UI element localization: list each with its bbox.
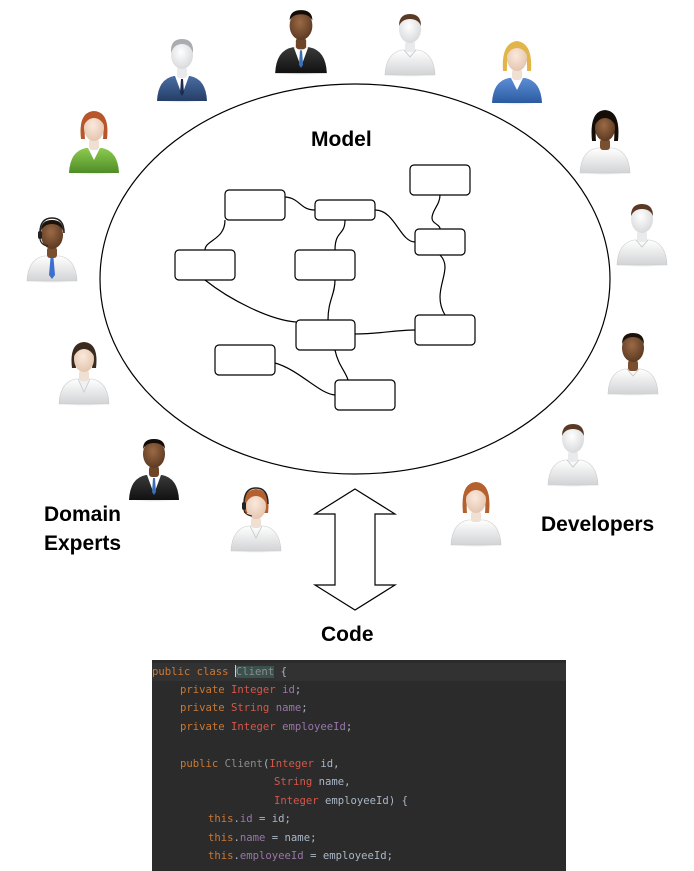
model-box (295, 319, 356, 351)
code-type: Integer (231, 684, 283, 696)
text-caret (234, 665, 236, 677)
model-box (314, 199, 376, 221)
model-box (414, 228, 466, 256)
code-punct: . (233, 813, 240, 825)
model-box (414, 314, 476, 346)
code-punct: ; (345, 721, 353, 733)
code-keyword: this (208, 832, 234, 844)
connector (327, 279, 336, 321)
code-type: String (231, 702, 276, 714)
domain-expert-icon (26, 217, 78, 284)
domain-expert-icon (69, 111, 119, 175)
model-title: Model (311, 128, 372, 151)
code-punct: , (344, 776, 351, 788)
code-punct: . (233, 832, 240, 844)
code-keyword: private (180, 721, 232, 733)
code-punct: . (233, 850, 240, 862)
double-arrow-icon (312, 488, 398, 611)
code-punct: ) { (388, 795, 408, 807)
code-field: employeeId (282, 721, 346, 733)
domain-expert-icon (230, 487, 282, 554)
code-field: id (239, 813, 253, 825)
code-keyword: private (180, 702, 232, 714)
connector (439, 254, 446, 316)
model-box (409, 164, 471, 196)
domain-experts-label: Domain Experts (44, 500, 121, 558)
code-type: Integer (269, 758, 321, 770)
model-boundary (99, 83, 611, 475)
model-box (214, 344, 276, 376)
connector (334, 219, 346, 251)
connector (354, 329, 416, 335)
domain-expert-icon (492, 41, 542, 105)
code-line: String name, (152, 773, 566, 791)
domain-experts-line-2: Experts (44, 532, 122, 555)
code-keyword: private (180, 684, 232, 696)
code-punct: , (333, 758, 340, 770)
code-punct: ; (301, 702, 308, 714)
people (26, 10, 668, 554)
connector (374, 209, 416, 243)
code-type: String (274, 776, 319, 788)
developer-icon (547, 423, 599, 488)
model-box (224, 189, 286, 221)
code-type: Integer (231, 721, 283, 733)
domain-expert-icon (129, 439, 179, 502)
connector (204, 279, 297, 323)
code-statement: = employeeId; (303, 850, 393, 862)
model-boxes (174, 164, 476, 411)
constructor-name: Client (224, 758, 263, 770)
developers-label: Developers (541, 513, 655, 536)
domain-expert-icon (157, 39, 207, 103)
model-box (334, 379, 396, 411)
code-statement: = id; (252, 813, 291, 825)
developer-icon (579, 109, 631, 176)
code-line: private String name; (152, 699, 566, 717)
code-line: this.employeeId = employeeId; (152, 847, 566, 865)
code-snippet: public class Client { private Integer id… (152, 660, 566, 871)
connector (274, 362, 337, 396)
code-line: private Integer id; (152, 681, 566, 699)
developer-icon (616, 203, 668, 268)
connector (334, 349, 349, 381)
code-line: public class Client { (152, 663, 566, 681)
code-keyword: this (208, 813, 234, 825)
code-punct: { (274, 666, 287, 678)
code-line: public Client(Integer id, (152, 755, 566, 773)
code-param: name (318, 776, 345, 788)
developer-icon (450, 481, 502, 548)
developer-icon (384, 13, 436, 78)
code-field: name (239, 832, 266, 844)
class-name: Client (235, 666, 275, 678)
domain-expert-icon (58, 341, 110, 407)
code-field: name (275, 702, 302, 714)
code-keyword: public class (152, 666, 235, 678)
code-type: Integer (274, 795, 326, 807)
code-keyword: public (180, 758, 225, 770)
code-field: id (282, 684, 295, 696)
code-line: this.id = id; (152, 810, 566, 828)
code-statement: = name; (265, 832, 317, 844)
domain-expert-icon (275, 10, 327, 76)
code-param: id (320, 758, 334, 770)
connector (431, 194, 441, 230)
code-line: private Integer employeeId; (152, 718, 566, 736)
model-connectors (204, 194, 446, 396)
connector (284, 196, 316, 211)
code-line: this.name = name; (152, 829, 566, 847)
model-box (174, 249, 236, 281)
code-punct: ; (294, 684, 302, 696)
connector (204, 219, 226, 251)
code-line: Integer employeeId) { (152, 792, 566, 810)
code-param: employeeId (325, 795, 389, 807)
developer-icon (607, 332, 659, 397)
code-punct: ( (262, 758, 270, 770)
domain-experts-line-1: Domain (44, 503, 122, 526)
code-keyword: this (208, 850, 234, 862)
code-title: Code (321, 623, 374, 646)
code-field: employeeId (239, 850, 304, 862)
model-box (294, 249, 356, 281)
